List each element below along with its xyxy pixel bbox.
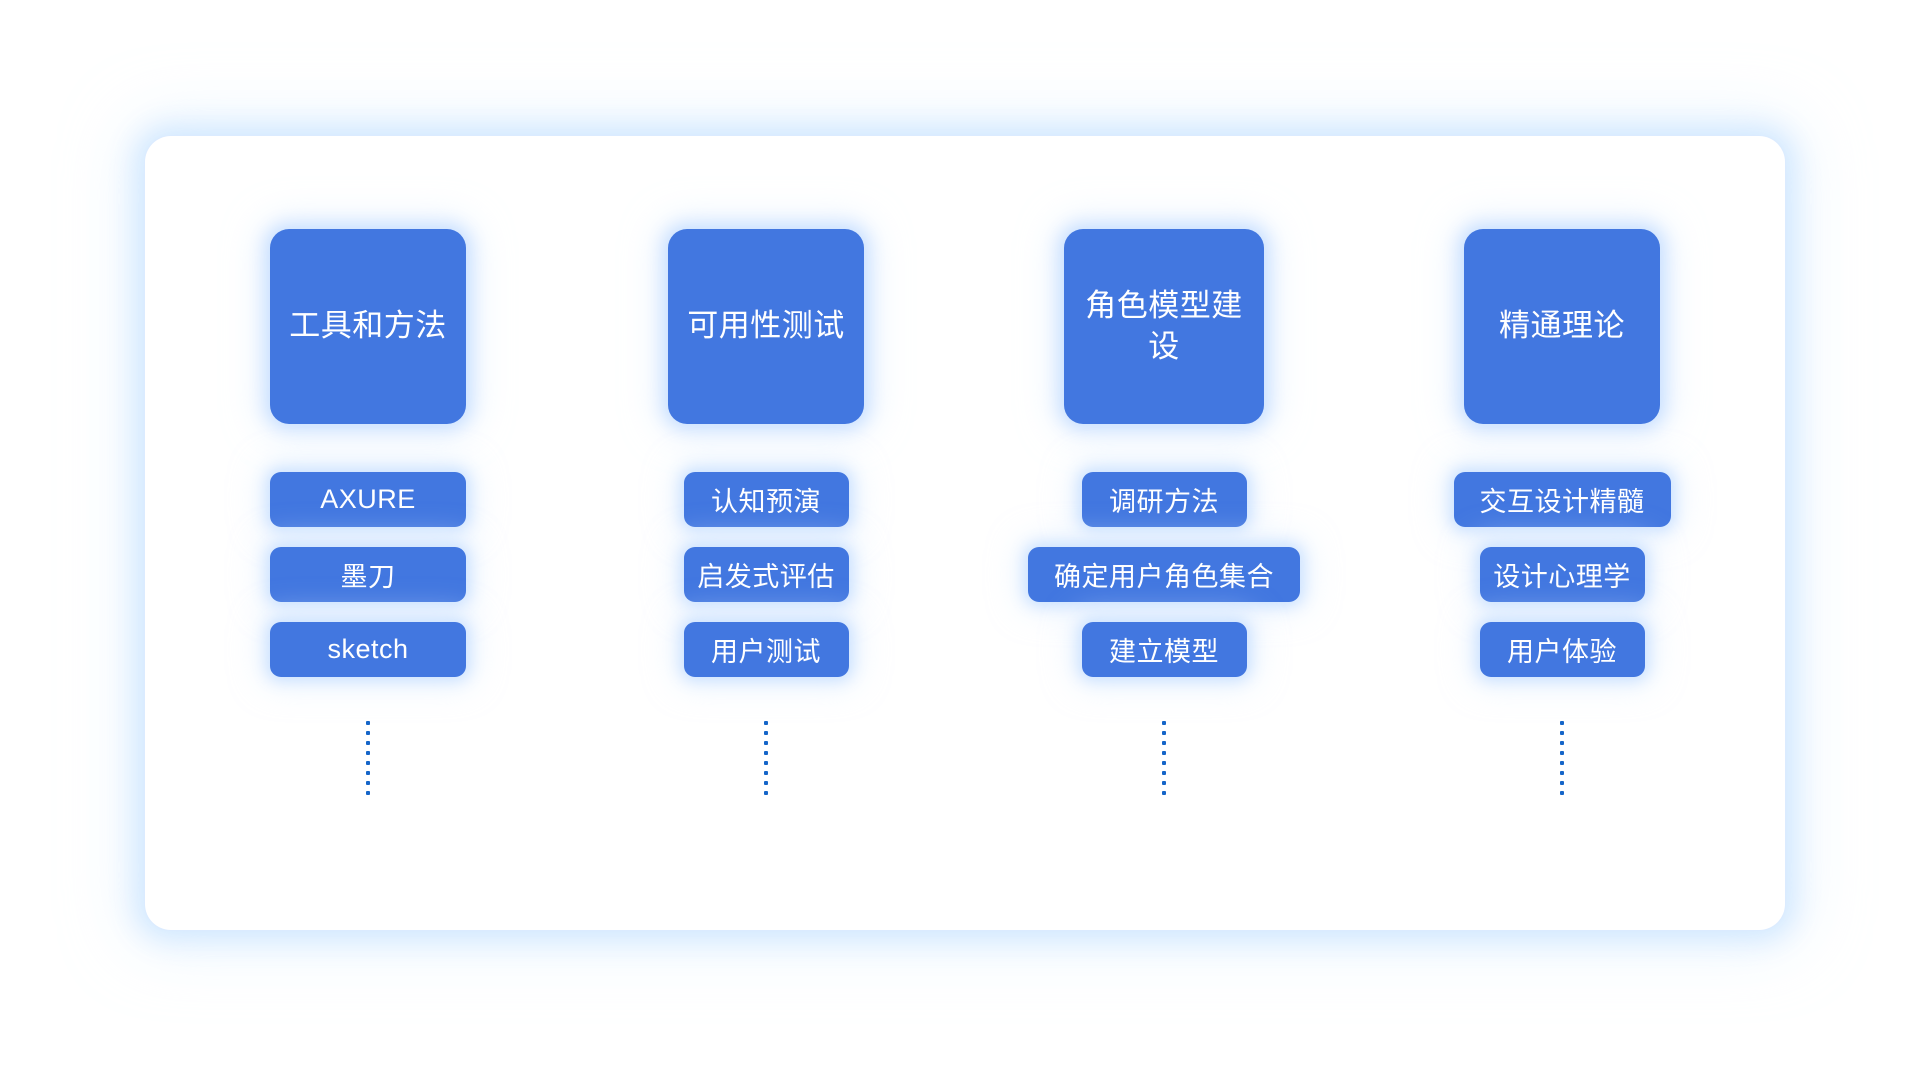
ellipsis-dot: [1162, 791, 1166, 795]
item-pill[interactable]: sketch: [270, 622, 466, 677]
category-column-tools: 工具和方法 AXURE 墨刀 sketch: [169, 136, 567, 795]
category-header-card[interactable]: 工具和方法: [270, 229, 466, 424]
ellipsis-dot: [764, 731, 768, 735]
ellipsis-dot: [1162, 721, 1166, 725]
item-list: 交互设计精髓 设计心理学 用户体验: [1453, 472, 1671, 677]
ellipsis-dot: [1162, 781, 1166, 785]
ellipsis-dot: [764, 751, 768, 755]
item-pill[interactable]: 启发式评估: [683, 547, 849, 602]
ellipsis-dot: [366, 761, 370, 765]
column-group: 工具和方法 AXURE 墨刀 sketch 可用性测试 认知预演: [145, 136, 1785, 930]
ellipsis-dot: [366, 741, 370, 745]
ellipsis-dot: [366, 751, 370, 755]
item-pill[interactable]: 交互设计精髓: [1453, 472, 1671, 527]
ellipsis-dot: [366, 791, 370, 795]
ellipsis-dot: [1560, 761, 1564, 765]
category-column-persona: 角色模型建设 调研方法 确定用户角色集合 建立模型: [965, 136, 1363, 795]
category-header-card[interactable]: 角色模型建设: [1064, 229, 1264, 424]
item-pill[interactable]: 用户体验: [1479, 622, 1645, 677]
category-column-theory: 精通理论 交互设计精髓 设计心理学 用户体验: [1363, 136, 1761, 795]
item-pill[interactable]: 确定用户角色集合: [1028, 547, 1300, 602]
more-items-ellipsis: [764, 721, 768, 795]
category-header-card[interactable]: 可用性测试: [668, 229, 864, 424]
ellipsis-dot: [1560, 751, 1564, 755]
ellipsis-dot: [366, 781, 370, 785]
ellipsis-dot: [764, 741, 768, 745]
ellipsis-dot: [1560, 781, 1564, 785]
ellipsis-dot: [764, 781, 768, 785]
ellipsis-dot: [1560, 741, 1564, 745]
ellipsis-dot: [764, 721, 768, 725]
item-list: AXURE 墨刀 sketch: [270, 472, 466, 677]
more-items-ellipsis: [366, 721, 370, 795]
category-column-usability: 可用性测试 认知预演 启发式评估 用户测试: [567, 136, 965, 795]
item-pill[interactable]: 调研方法: [1081, 472, 1247, 527]
ellipsis-dot: [764, 761, 768, 765]
ellipsis-dot: [1560, 771, 1564, 775]
ellipsis-dot: [1162, 771, 1166, 775]
item-list: 认知预演 启发式评估 用户测试: [683, 472, 849, 677]
ellipsis-dot: [1162, 761, 1166, 765]
ellipsis-dot: [1560, 791, 1564, 795]
more-items-ellipsis: [1560, 721, 1564, 795]
item-pill[interactable]: 设计心理学: [1479, 547, 1645, 602]
ellipsis-dot: [366, 771, 370, 775]
item-pill[interactable]: 墨刀: [270, 547, 466, 602]
ellipsis-dot: [764, 791, 768, 795]
item-pill[interactable]: 认知预演: [683, 472, 849, 527]
item-pill[interactable]: 用户测试: [683, 622, 849, 677]
item-list: 调研方法 确定用户角色集合 建立模型: [1028, 472, 1300, 677]
ellipsis-dot: [1560, 731, 1564, 735]
ellipsis-dot: [764, 771, 768, 775]
more-items-ellipsis: [1162, 721, 1166, 795]
ellipsis-dot: [366, 731, 370, 735]
ellipsis-dot: [1162, 741, 1166, 745]
category-header-card[interactable]: 精通理论: [1464, 229, 1660, 424]
item-pill[interactable]: 建立模型: [1081, 622, 1247, 677]
ellipsis-dot: [1162, 731, 1166, 735]
ellipsis-dot: [1560, 721, 1564, 725]
ellipsis-dot: [1162, 751, 1166, 755]
item-pill[interactable]: AXURE: [270, 472, 466, 527]
ellipsis-dot: [366, 721, 370, 725]
